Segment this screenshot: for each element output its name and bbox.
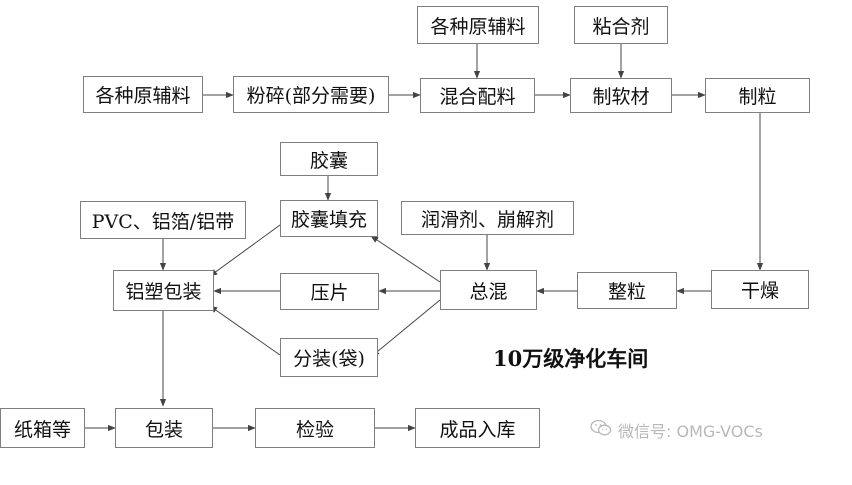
node-blister-packing: 铝塑包装 <box>113 270 214 311</box>
node-crushing: 粉碎(部分需要) <box>233 76 389 113</box>
node-packaging: 包装 <box>115 408 213 448</box>
node-capsule-filling: 胶囊填充 <box>280 200 378 237</box>
arrow-totalmix-capfill <box>370 235 441 283</box>
node-carton: 纸箱等 <box>0 408 85 448</box>
arrow-sachet-blister <box>209 305 281 356</box>
node-total-mixing: 总混 <box>440 270 537 310</box>
node-capsule: 胶囊 <box>280 142 378 176</box>
node-pvc-foil: PVC、铝箔/铝带 <box>80 201 246 239</box>
node-tableting: 压片 <box>280 273 379 310</box>
node-lubricant: 润滑剂、崩解剂 <box>401 201 574 235</box>
node-sachet-filling: 分装(袋) <box>280 338 378 377</box>
watermark-text: 微信号: OMG-VOCs <box>618 422 763 441</box>
node-binder: 粘合剂 <box>574 6 668 44</box>
node-granulation: 制粒 <box>705 78 810 113</box>
node-drying: 干燥 <box>711 270 809 309</box>
node-raw-materials-2: 各种原辅料 <box>417 6 539 44</box>
arrow-capfill-blister <box>209 224 281 277</box>
node-warehousing: 成品入库 <box>415 408 540 448</box>
node-soft-material: 制软材 <box>570 78 672 113</box>
node-inspection: 检验 <box>255 408 375 448</box>
wechat-icon <box>590 419 612 441</box>
node-mixing: 混合配料 <box>420 78 535 113</box>
node-raw-materials-1: 各种原辅料 <box>83 76 203 113</box>
watermark: 微信号: OMG-VOCs <box>590 418 763 442</box>
cleanroom-label: 10万级净化车间 <box>493 346 649 371</box>
node-sizing: 整粒 <box>577 272 677 309</box>
arrow-totalmix-sachet <box>371 299 441 357</box>
